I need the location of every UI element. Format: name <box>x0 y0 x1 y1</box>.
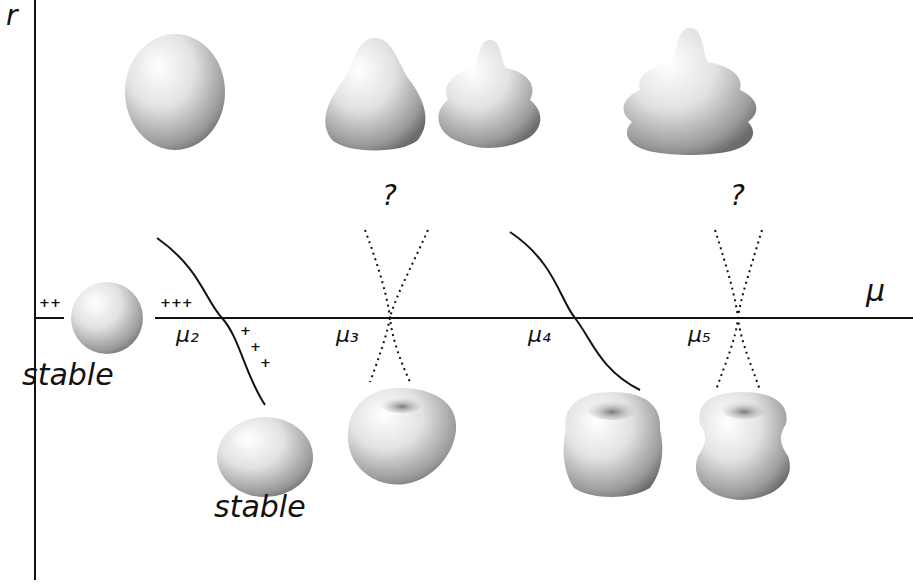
sign-marker: + <box>240 324 251 337</box>
r-axis <box>34 0 36 580</box>
dotted-branch <box>365 230 410 382</box>
pear-shape <box>325 38 425 151</box>
sign-marker: + <box>250 340 261 353</box>
dimple <box>722 401 766 419</box>
bumped-shape <box>438 40 540 148</box>
axis-label: r <box>6 2 18 30</box>
stability-note: stable <box>214 492 306 522</box>
prolate-shape <box>125 34 225 150</box>
bifurcation-point: μ₄ <box>528 324 551 346</box>
sign-marker: ++ <box>39 296 61 309</box>
branch-curve <box>510 232 640 390</box>
doughnut-shape <box>564 392 663 497</box>
sign-marker: +++ <box>160 296 193 309</box>
unknown-mark: ? <box>382 182 397 210</box>
unknown-mark: ? <box>730 182 745 210</box>
sphere-shape <box>71 282 143 354</box>
stability-note: stable <box>22 360 114 390</box>
dotted-branch <box>716 230 762 390</box>
axis-label: μ <box>866 276 885 306</box>
oblate-shape <box>217 417 313 497</box>
sign-marker: + <box>260 356 271 369</box>
dotted-branch <box>370 230 428 382</box>
bifurcation-point: μ₅ <box>688 324 711 346</box>
bifurcation-point: μ₃ <box>336 324 359 346</box>
bifurcation-point: μ₂ <box>176 324 199 346</box>
mu-axis <box>35 317 64 319</box>
oblate-shape <box>348 388 456 485</box>
stacked-shape <box>624 28 757 155</box>
waisted-shape <box>696 392 790 500</box>
branch-curve <box>157 238 265 405</box>
dotted-branch <box>715 230 760 390</box>
mu-axis <box>155 317 913 319</box>
dimple <box>382 397 422 413</box>
dimple <box>588 400 636 420</box>
